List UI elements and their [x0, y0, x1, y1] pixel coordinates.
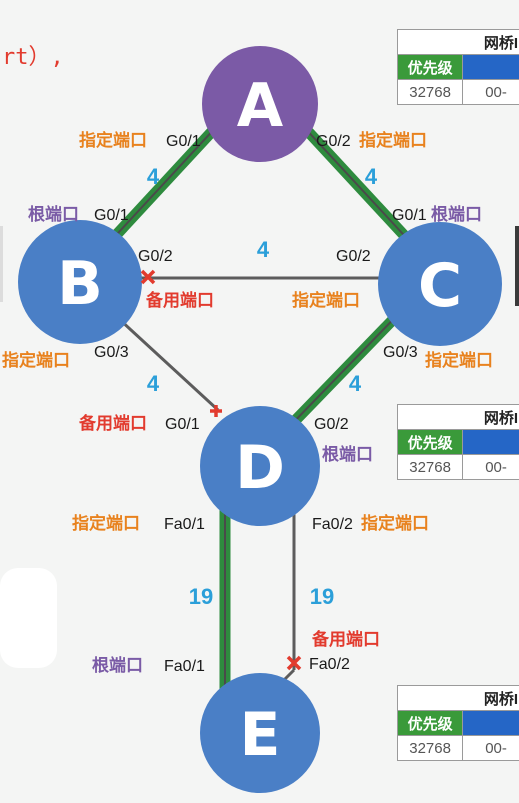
b-g03-port: G0/3 — [94, 344, 129, 361]
bridge-table-1-title: 网桥I — [397, 29, 519, 55]
e-fa01-role: 根端口 — [92, 655, 143, 676]
d-g02-port: G0/2 — [314, 416, 349, 433]
d-g01-role: 备用端口 — [78, 413, 147, 434]
c-g01-role: 根端口 — [431, 204, 482, 225]
cost-d-e-fa02: 19 — [310, 584, 334, 609]
bridge-table-3: 网桥I 优先级 32768 00- — [396, 685, 519, 761]
bridge-table-3-mac-header — [462, 710, 519, 736]
cost-d-e-fa01: 19 — [189, 584, 213, 609]
cost-a-b: 4 — [147, 164, 160, 189]
block-marker-e-fa02 — [286, 655, 302, 671]
d-g01-port: G0/1 — [165, 416, 200, 433]
c-g03-port: G0/3 — [383, 344, 418, 361]
b-g02-role: 备用端口 — [145, 290, 214, 311]
bridge-table-2: 网桥I 优先级 32768 00- — [396, 404, 519, 480]
block-marker-d-g01 — [210, 405, 222, 417]
c-g01-port: G0/1 — [392, 207, 427, 224]
white-panel — [0, 568, 57, 668]
b-g02-port: G0/2 — [138, 248, 173, 265]
node-d-label: D — [235, 433, 285, 503]
d-fa01-role: 指定端口 — [72, 513, 140, 534]
c-g03-role: 指定端口 — [425, 350, 493, 371]
blocked-markers — [140, 269, 302, 671]
cost-b-c: 4 — [257, 237, 270, 262]
node-d-circle — [200, 406, 320, 526]
link-d-e-fa02 — [280, 505, 296, 684]
c-g02-role: 指定端口 — [292, 290, 360, 311]
cost-b-d: 4 — [147, 371, 160, 396]
c-g02-port: G0/2 — [336, 248, 371, 265]
node-a: A — [202, 46, 318, 162]
e-fa01-port: Fa0/1 — [164, 658, 205, 675]
bridge-table-2-mac-header — [462, 429, 519, 455]
link-a-b — [101, 108, 235, 250]
left-edge-strip — [0, 226, 3, 302]
e-fa02-port: Fa0/2 — [309, 656, 350, 673]
cost-c-d: 4 — [349, 371, 362, 396]
a-g01-port: G0/1 — [166, 133, 201, 150]
link-a-c — [285, 108, 419, 250]
right-edge-strip — [515, 226, 519, 306]
node-b-label: B — [57, 249, 103, 319]
top-left-fragment: rt）, — [2, 45, 64, 70]
cost-a-c: 4 — [365, 164, 378, 189]
a-g02-role: 指定端口 — [359, 130, 427, 151]
e-fa02-role: 备用端口 — [311, 629, 380, 650]
a-g01-role: 指定端口 — [79, 130, 147, 151]
bridge-table-1-mac: 00- — [462, 79, 519, 105]
node-e-circle — [200, 673, 320, 793]
bridge-table-1: 网桥I 优先级 32768 00- — [396, 29, 519, 105]
block-marker-b-g02 — [140, 269, 156, 285]
node-b-circle — [18, 220, 142, 344]
node-e: E — [200, 673, 320, 793]
bridge-table-3-priority-header: 优先级 — [396, 710, 464, 736]
node-a-circle — [202, 46, 318, 162]
bridge-table-2-priority: 32768 — [396, 454, 464, 480]
a-g02-port: G0/2 — [316, 133, 351, 150]
d-fa01-port: Fa0/1 — [164, 516, 205, 533]
b-g01-port: G0/1 — [94, 207, 129, 224]
node-c-circle — [378, 222, 502, 346]
bridge-table-1-mac-header — [462, 54, 519, 80]
link-b-d — [116, 316, 220, 412]
bridge-table-1-priority: 32768 — [396, 79, 464, 105]
node-e-label: E — [240, 700, 281, 770]
b-g01-role: 根端口 — [28, 204, 79, 225]
bridge-table-3-mac: 00- — [462, 735, 519, 761]
d-g02-role: 根端口 — [322, 444, 373, 465]
links — [101, 108, 419, 690]
bridge-table-1-priority-header: 优先级 — [396, 54, 464, 80]
d-fa02-port: Fa0/2 — [312, 516, 353, 533]
bridge-table-2-mac: 00- — [462, 454, 519, 480]
node-b: B — [18, 220, 142, 344]
bridge-table-2-priority-header: 优先级 — [396, 429, 464, 455]
node-d: D — [200, 406, 320, 526]
bridge-table-3-priority: 32768 — [396, 735, 464, 761]
b-g03-role: 指定端口 — [2, 350, 70, 371]
bridge-table-2-title: 网桥I — [397, 404, 519, 430]
node-c: C — [378, 222, 502, 346]
node-c-label: C — [418, 251, 462, 321]
d-fa02-role: 指定端口 — [361, 513, 429, 534]
node-a-label: A — [237, 71, 284, 141]
bridge-table-3-title: 网桥I — [397, 685, 519, 711]
